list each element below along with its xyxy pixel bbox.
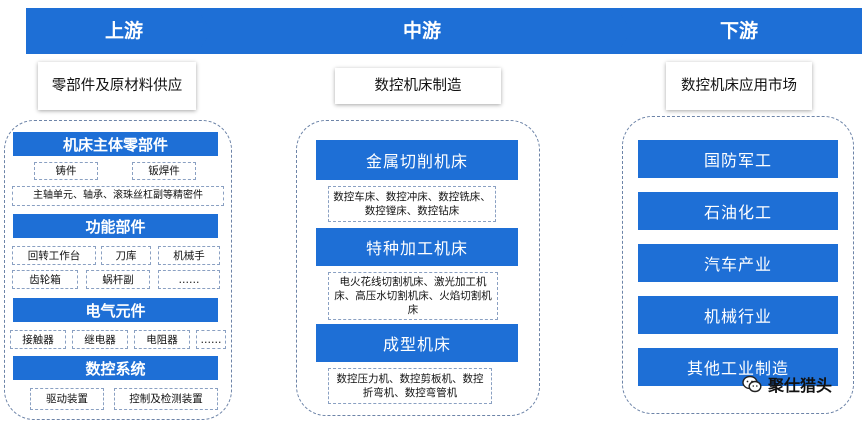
upstream-component-chip: 机械手	[158, 246, 220, 265]
upstream-component-chip: 刀库	[101, 246, 151, 265]
upstream-group-header: 数控系统	[13, 356, 218, 380]
midstream-group-header: 金属切削机床	[316, 140, 518, 180]
midstream-detail-chip: 数控压力机、数控剪板机、数控折弯机、数控弯管机	[328, 368, 492, 404]
wechat-icon	[742, 375, 762, 393]
stage-title-downstream: 数控机床应用市场	[666, 62, 812, 110]
upstream-component-chip: 蜗杆副	[86, 270, 150, 289]
stage-arrow-midstream: 中游	[196, 8, 648, 54]
downstream-item: 汽车产业	[638, 244, 838, 282]
upstream-component-chip: 回转工作台	[12, 246, 96, 265]
upstream-component-chip: 钣焊件	[132, 162, 196, 180]
upstream-component-chip: 继电器	[72, 330, 128, 349]
downstream-item: 其他工业制造	[638, 348, 838, 386]
midstream-group-header: 成型机床	[316, 324, 518, 362]
upstream-component-chip: 控制及检测装置	[114, 388, 218, 410]
upstream-group-header: 功能部件	[13, 214, 218, 238]
stage-label-upstream: 上游	[104, 20, 143, 42]
upstream-component-chip: 接触器	[10, 330, 66, 349]
stage-title-midstream: 数控机床制造	[335, 68, 501, 104]
stage-arrow-upstream: 上游	[26, 8, 222, 54]
downstream-item: 机械行业	[638, 296, 838, 334]
watermark: 聚仕猎头	[742, 372, 832, 396]
upstream-component-chip: 电阻器	[134, 330, 190, 349]
upstream-group-header: 机床主体零部件	[13, 132, 218, 156]
upstream-component-chip: 齿轮箱	[12, 270, 78, 289]
stage-label-midstream: 中游	[402, 20, 441, 42]
midstream-detail-chip: 电火花线切割机床、激光加工机床、高压水切割机床、火焰切割机床	[328, 272, 498, 320]
stage-arrow-downstream: 下游	[616, 8, 862, 54]
watermark-text: 聚仕猎头	[768, 376, 833, 395]
upstream-component-chip: ……	[158, 270, 220, 289]
upstream-component-chip: 铸件	[34, 162, 98, 180]
upstream-group-header: 电气元件	[13, 298, 218, 322]
upstream-component-chip: 驱动装置	[30, 388, 104, 410]
stage-label-downstream: 下游	[719, 20, 758, 42]
midstream-detail-chip: 数控车床、数控冲床、数控铣床、数控镗床、数控钻床	[328, 186, 496, 222]
midstream-group-header: 特种加工机床	[316, 228, 518, 266]
downstream-item: 石油化工	[638, 192, 838, 230]
upstream-component-chip: ……	[196, 330, 226, 349]
upstream-component-chip: 主轴单元、轴承、滚珠丝杠副等精密件	[12, 186, 224, 206]
downstream-item: 国防军工	[638, 140, 838, 178]
stage-title-upstream: 零部件及原材料供应	[38, 62, 196, 110]
